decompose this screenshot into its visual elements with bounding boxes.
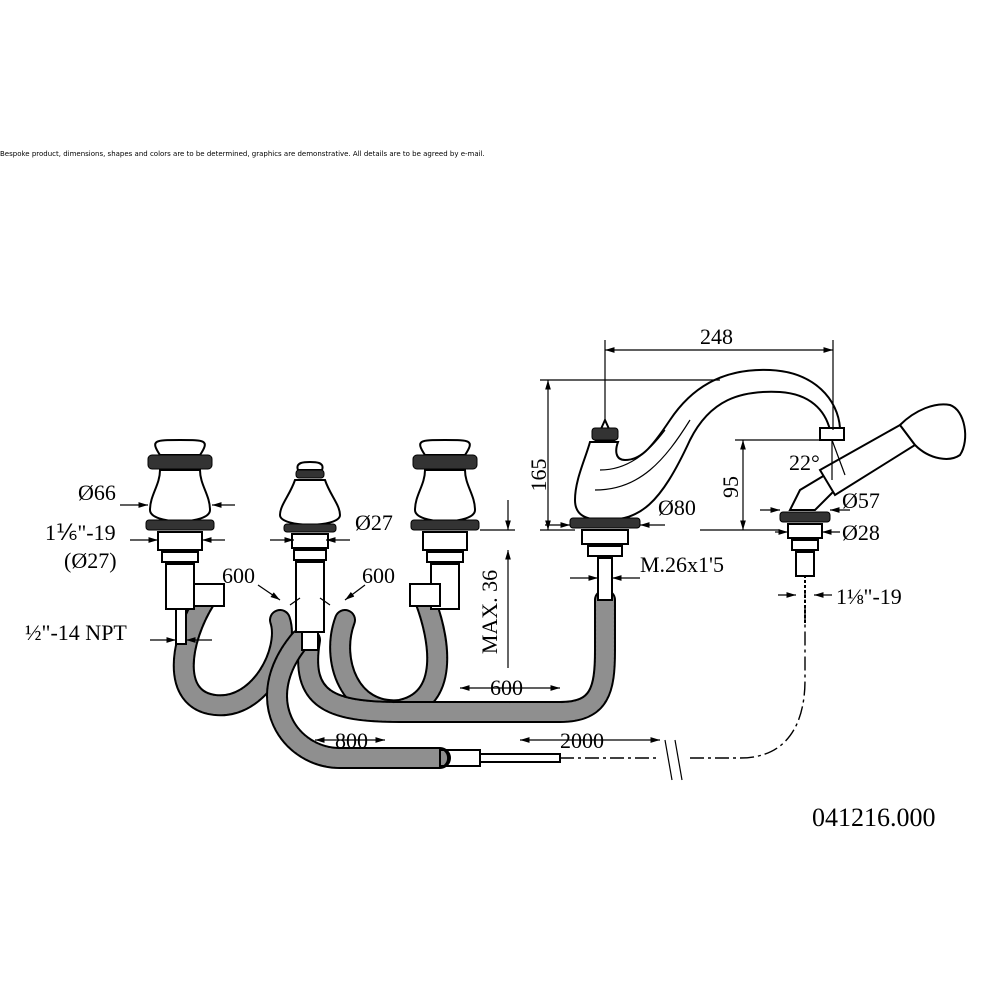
dim-max-deck: MAX. 36 [477, 570, 502, 654]
handshower [779, 403, 967, 577]
dim-spout-hose: 600 [490, 675, 523, 700]
dim-diverter-hose: 800 [335, 728, 368, 753]
dim-handle-diameter: Ø66 [78, 480, 116, 505]
dim-hose-right: 600 [362, 563, 395, 588]
right-handle [409, 439, 480, 610]
left-handle [145, 439, 225, 645]
hose-set [172, 575, 806, 781]
dim-handshower-holder-dia: Ø28 [842, 520, 880, 545]
dim-spout-base-dia: Ø80 [658, 495, 696, 520]
spout [569, 368, 845, 601]
dim-valve-diameter: Ø27 [355, 510, 393, 535]
dim-handshower-hose: 2000 [560, 728, 604, 753]
disclaimer-text: Bespoke product, dimensions, shapes and … [0, 150, 485, 158]
dim-handshower-thread: 1⅛"-19 [836, 584, 902, 609]
dim-inlet-npt: ½"-14 NPT [25, 620, 127, 645]
dim-thread-handle-dia: (Ø27) [64, 548, 117, 573]
dim-handshower-height: 95 [718, 476, 743, 498]
dim-hose-left: 600 [222, 563, 255, 588]
dim-spout-thread: M.26x1'5 [640, 552, 724, 577]
product-code: 041216.000 [812, 803, 936, 832]
dimension-labels: 248 165 95 22° Ø66 1⅙"-19 (Ø27) ½"-14 NP… [25, 324, 936, 832]
diverter-valve [278, 460, 342, 651]
dim-thread-handle: 1⅙"-19 [45, 520, 116, 545]
dim-angle: 22° [789, 450, 820, 475]
dim-spout-reach: 248 [700, 324, 733, 349]
dimension-lines [120, 340, 850, 743]
dim-handshower-base-dia: Ø57 [842, 488, 880, 513]
dim-spout-height: 165 [526, 459, 551, 492]
